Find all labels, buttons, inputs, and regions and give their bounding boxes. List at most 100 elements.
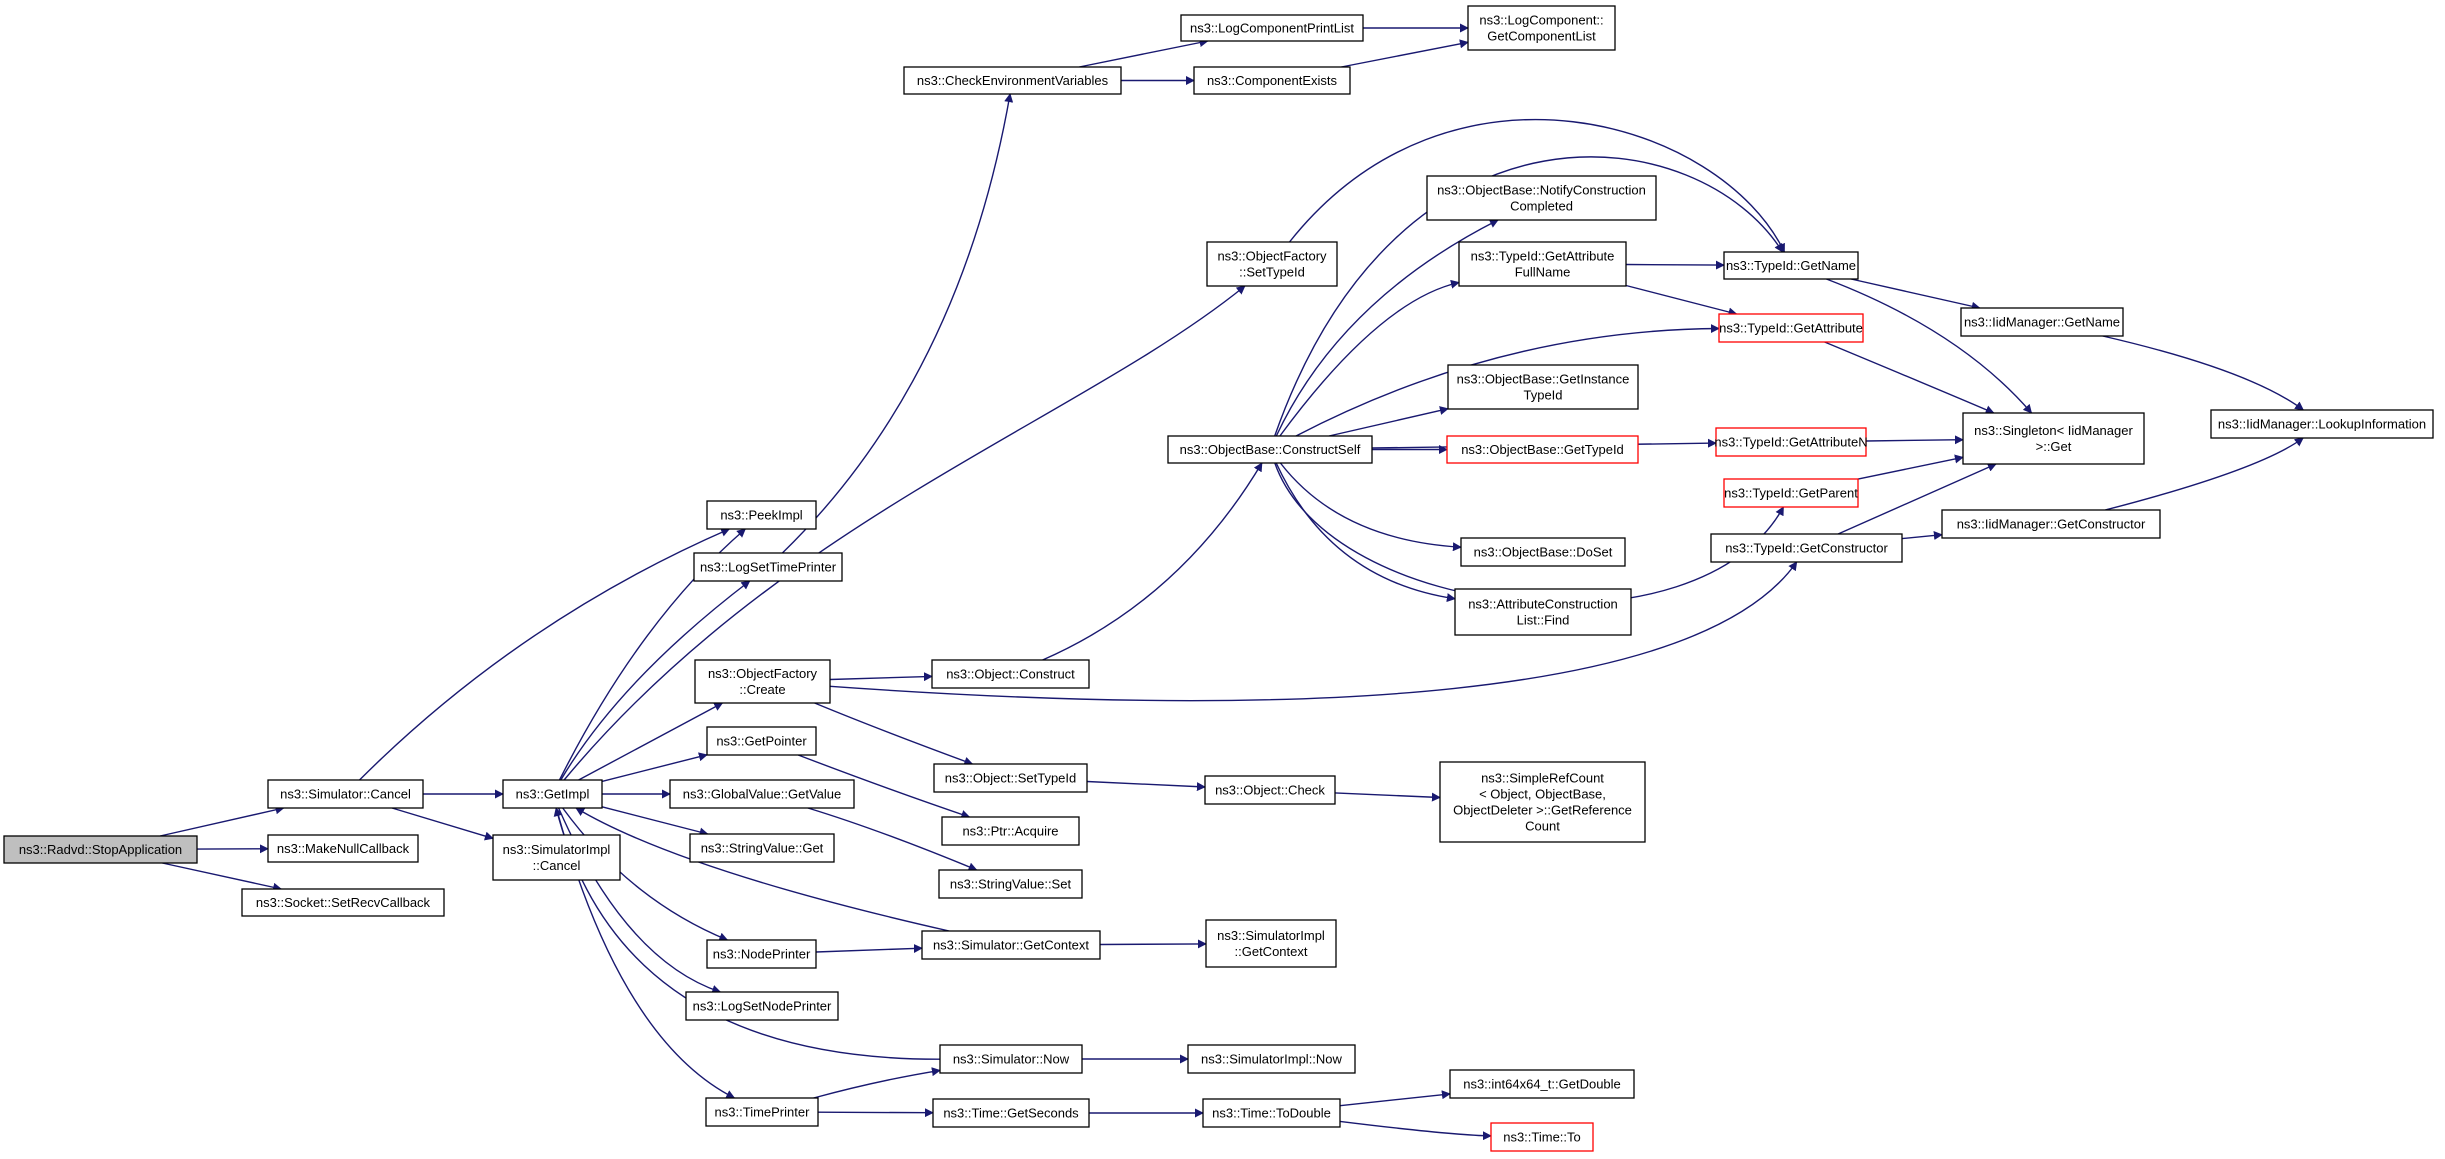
node-objcheck[interactable]: ns3::Object::Check — [1204, 775, 1336, 805]
node-box — [706, 726, 817, 756]
node-tgetparent[interactable]: ns3::TypeId::GetParent — [1723, 478, 1859, 508]
node-label: ::GetContext — [1235, 944, 1308, 959]
node-label: ns3::ObjectBase::ConstructSelf — [1180, 442, 1361, 457]
node-objsettype[interactable]: ns3::Object::SetTypeId — [933, 763, 1088, 793]
node-box — [939, 1044, 1083, 1074]
node-makenull[interactable]: ns3::MakeNullCallback — [267, 834, 419, 863]
node-setrecv[interactable]: ns3::Socket::SetRecvCallback — [241, 888, 445, 917]
node-label: ns3::LogComponentPrintList — [1190, 21, 1354, 36]
node-tgetname[interactable]: ns3::TypeId::GetName — [1723, 251, 1859, 280]
node-logcompprint[interactable]: ns3::LogComponentPrintList — [1180, 14, 1364, 42]
node-getimpl[interactable]: ns3::GetImpl — [502, 779, 603, 809]
node-gvgetvalue[interactable]: ns3::GlobalValue::GetValue — [669, 779, 855, 809]
edge-objfactcreate-to-objsettype — [814, 702, 974, 766]
node-tgetconstructor[interactable]: ns3::TypeId::GetConstructor — [1710, 533, 1903, 563]
node-stopapp[interactable]: ns3::Radvd::StopApplication — [3, 835, 198, 864]
node-obdoset[interactable]: ns3::ObjectBase::DoSet — [1460, 537, 1626, 567]
node-label: ns3::StringValue::Get — [701, 841, 824, 856]
edge-tgetconstructor-to-iidgetconstructor — [1901, 531, 1943, 540]
node-label: ::Create — [739, 682, 785, 697]
node-ptracquire[interactable]: ns3::Ptr::Acquire — [941, 816, 1080, 846]
node-label: TypeId — [1523, 388, 1562, 403]
node-logcompget[interactable]: ns3::LogComponent::GetComponentList — [1467, 5, 1616, 51]
edge-simgetctx-to-simimplgetctx — [1099, 939, 1207, 949]
node-simimplgetctx[interactable]: ns3::SimulatorImpl::GetContext — [1205, 919, 1337, 968]
node-box — [1204, 775, 1336, 805]
node-notifyconst[interactable]: ns3::ObjectBase::NotifyConstructionCompl… — [1426, 175, 1657, 221]
node-svget[interactable]: ns3::StringValue::Get — [689, 833, 835, 863]
node-label: ns3::ObjectBase::GetTypeId — [1461, 442, 1624, 457]
node-label: ns3::LogSetTimePrinter — [700, 560, 837, 575]
node-label: ns3::Time::ToDouble — [1212, 1106, 1331, 1121]
node-tgetattr[interactable]: ns3::TypeId::GetAttribute — [1718, 313, 1864, 343]
node-constructself[interactable]: ns3::ObjectBase::ConstructSelf — [1167, 435, 1373, 464]
node-simplerefcount[interactable]: ns3::SimpleRefCount< Object, ObjectBase,… — [1439, 761, 1646, 843]
node-label: ns3::IidManager::LookupInformation — [2218, 417, 2426, 432]
node-label: ns3::Object::SetTypeId — [945, 771, 1077, 786]
node-nodeprinter[interactable]: ns3::NodePrinter — [706, 939, 817, 969]
node-box — [1723, 478, 1859, 508]
node-label: ns3::TypeId::GetAttribute — [1471, 249, 1615, 264]
node-box — [1167, 435, 1373, 464]
node-getpointer[interactable]: ns3::GetPointer — [706, 726, 817, 756]
node-label: ns3::LogSetNodePrinter — [693, 999, 832, 1014]
edge-constructself-to-obdoset — [1279, 462, 1462, 552]
edge-timeprinter-to-timegetsec — [817, 1108, 934, 1118]
node-timegetsec[interactable]: ns3::Time::GetSeconds — [932, 1098, 1090, 1128]
node-label: ns3::TypeId::GetAttributeN — [1714, 435, 1867, 450]
node-timeto[interactable]: ns3::Time::To — [1490, 1122, 1594, 1152]
node-simimplcancel[interactable]: ns3::SimulatorImpl::Cancel — [492, 834, 621, 881]
node-tgetattrn[interactable]: ns3::TypeId::GetAttributeN — [1714, 427, 1868, 457]
node-simgetctx[interactable]: ns3::Simulator::GetContext — [921, 930, 1101, 960]
node-box — [2210, 409, 2434, 439]
node-box — [1710, 533, 1903, 563]
edge-getattrfull-to-tgetname — [1625, 260, 1725, 270]
edge-tgetparent-to-singletonget — [1857, 454, 1964, 480]
node-checkenv[interactable]: ns3::CheckEnvironmentVariables — [903, 66, 1122, 95]
node-box — [705, 1097, 819, 1127]
node-label: ns3::Object::Construct — [946, 667, 1075, 682]
edge-constructself-to-tgetname — [1274, 156, 1784, 437]
node-timetodouble[interactable]: ns3::Time::ToDouble — [1202, 1098, 1341, 1128]
node-iidgetname[interactable]: ns3::IidManager::GetName — [1960, 307, 2124, 337]
node-box — [1723, 251, 1859, 280]
node-simimplnow[interactable]: ns3::SimulatorImpl::Now — [1187, 1044, 1356, 1074]
node-box — [706, 500, 817, 530]
node-peekimpl[interactable]: ns3::PeekImpl — [706, 500, 817, 530]
node-obgettypeid[interactable]: ns3::ObjectBase::GetTypeId — [1446, 435, 1639, 464]
node-svset[interactable]: ns3::StringValue::Set — [938, 869, 1083, 899]
node-singletonget[interactable]: ns3::Singleton< IidManager>::Get — [1962, 412, 2145, 465]
node-compexists[interactable]: ns3::ComponentExists — [1193, 66, 1351, 95]
node-int64getdouble[interactable]: ns3::int64x64_t::GetDouble — [1449, 1069, 1635, 1099]
node-logsettime[interactable]: ns3::LogSetTimePrinter — [693, 552, 843, 582]
edge-objsettype-to-objcheck — [1086, 780, 1206, 792]
node-box — [669, 779, 855, 809]
node-label: ns3::SimulatorImpl — [1217, 928, 1325, 943]
node-iidlookup[interactable]: ns3::IidManager::LookupInformation — [2210, 409, 2434, 439]
edge-iidgetname-to-iidlookup — [2102, 335, 2305, 411]
node-label: ns3::SimulatorImpl — [503, 842, 611, 857]
node-objfactsettype[interactable]: ns3::ObjectFactory::SetTypeId — [1206, 241, 1338, 287]
edge-getpointer-to-ptracquire — [797, 754, 971, 819]
node-objconstruct[interactable]: ns3::Object::Construct — [931, 659, 1090, 689]
node-label: ns3::StringValue::Set — [950, 877, 1072, 892]
node-simnow[interactable]: ns3::Simulator::Now — [939, 1044, 1083, 1074]
node-label: ns3::Simulator::GetContext — [933, 938, 1089, 953]
node-iidgetconstructor[interactable]: ns3::IidManager::GetConstructor — [1941, 509, 2161, 539]
node-box — [689, 833, 835, 863]
node-box — [502, 779, 603, 809]
edge-tgetname-to-iidgetname — [1850, 278, 1981, 311]
node-label: ns3::Ptr::Acquire — [962, 824, 1058, 839]
node-timeprinter[interactable]: ns3::TimePrinter — [705, 1097, 819, 1127]
node-label: ns3::GlobalValue::GetValue — [683, 787, 842, 802]
node-label: ns3::IidManager::GetConstructor — [1957, 517, 2146, 532]
edge-iidgetconstructor-to-iidlookup — [2105, 437, 2304, 511]
node-logsetnode[interactable]: ns3::LogSetNodePrinter — [685, 991, 839, 1021]
node-objfactcreate[interactable]: ns3::ObjectFactory::Create — [694, 659, 831, 704]
edge-stopapp-to-simcancel — [159, 805, 285, 837]
node-simcancel[interactable]: ns3::Simulator::Cancel — [267, 779, 424, 809]
